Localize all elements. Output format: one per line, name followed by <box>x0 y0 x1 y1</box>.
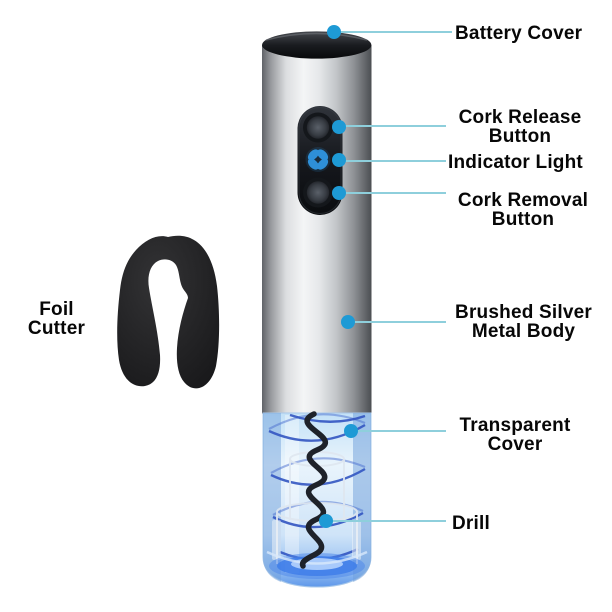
callout-line-drill <box>331 520 446 522</box>
callout-dot-battery-cover <box>327 25 341 39</box>
bottom-glow <box>266 550 368 579</box>
callout-dot-transparent-cover <box>344 424 358 438</box>
label-drill: Drill <box>452 514 490 533</box>
callout-dot-brushed-silver-metal-body <box>341 315 355 329</box>
button-panel <box>297 106 343 215</box>
callout-dot-cork-release-button <box>332 120 346 134</box>
label-indicator-light: Indicator Light <box>448 153 583 172</box>
label-drill-line1: Drill <box>452 513 490 534</box>
label-transparent-cover-line2: Cover <box>487 434 543 455</box>
callout-dot-drill <box>319 514 333 528</box>
label-transparent-cover-line1: Transparent <box>459 415 571 436</box>
label-cork-removal-line2: Button <box>491 209 555 230</box>
label-brushed-silver-line1: Brushed Silver <box>455 302 592 323</box>
callout-line-cork-release-button <box>345 125 446 127</box>
transparent-cover-part <box>262 411 372 588</box>
callout-line-indicator-light <box>345 160 446 162</box>
label-foil-cutter-line1: Foil <box>39 299 74 320</box>
label-cork-release-line1: Cork Release <box>458 107 582 128</box>
label-cork-release-button: Cork Release Button <box>446 108 594 146</box>
callout-dot-cork-removal-button <box>332 186 346 200</box>
cork-removal-button-part <box>303 177 333 208</box>
callout-line-brushed-silver-metal-body <box>352 321 446 323</box>
foil-cutter-part <box>117 235 220 389</box>
label-transparent-cover: Transparent Cover <box>448 416 582 454</box>
label-indicator-light-line1: Indicator Light <box>448 152 583 173</box>
battery-cover-cap <box>262 31 372 59</box>
label-cork-removal-line1: Cork Removal <box>457 190 589 211</box>
drill-part <box>299 411 328 569</box>
callout-line-battery-cover <box>340 31 452 33</box>
callout-line-transparent-cover <box>356 430 446 432</box>
label-cork-release-line2: Button <box>488 126 552 147</box>
label-brushed-silver-metal-body: Brushed Silver Metal Body <box>446 303 601 341</box>
label-brushed-silver-line2: Metal Body <box>471 321 576 342</box>
label-battery-cover: Battery Cover <box>455 24 582 43</box>
callout-dot-indicator-light <box>332 153 346 167</box>
metal-body <box>262 45 372 414</box>
wine-opener <box>262 31 372 588</box>
indicator-clover-icon <box>305 147 331 172</box>
label-battery-cover-line1: Battery Cover <box>455 23 583 44</box>
label-foil-cutter: Foil Cutter <box>14 300 99 338</box>
callout-line-cork-removal-button <box>345 192 446 194</box>
label-cork-removal-button: Cork Removal Button <box>446 191 600 229</box>
label-foil-cutter-line2: Cutter <box>27 318 86 339</box>
cork-release-button-part <box>303 112 333 143</box>
